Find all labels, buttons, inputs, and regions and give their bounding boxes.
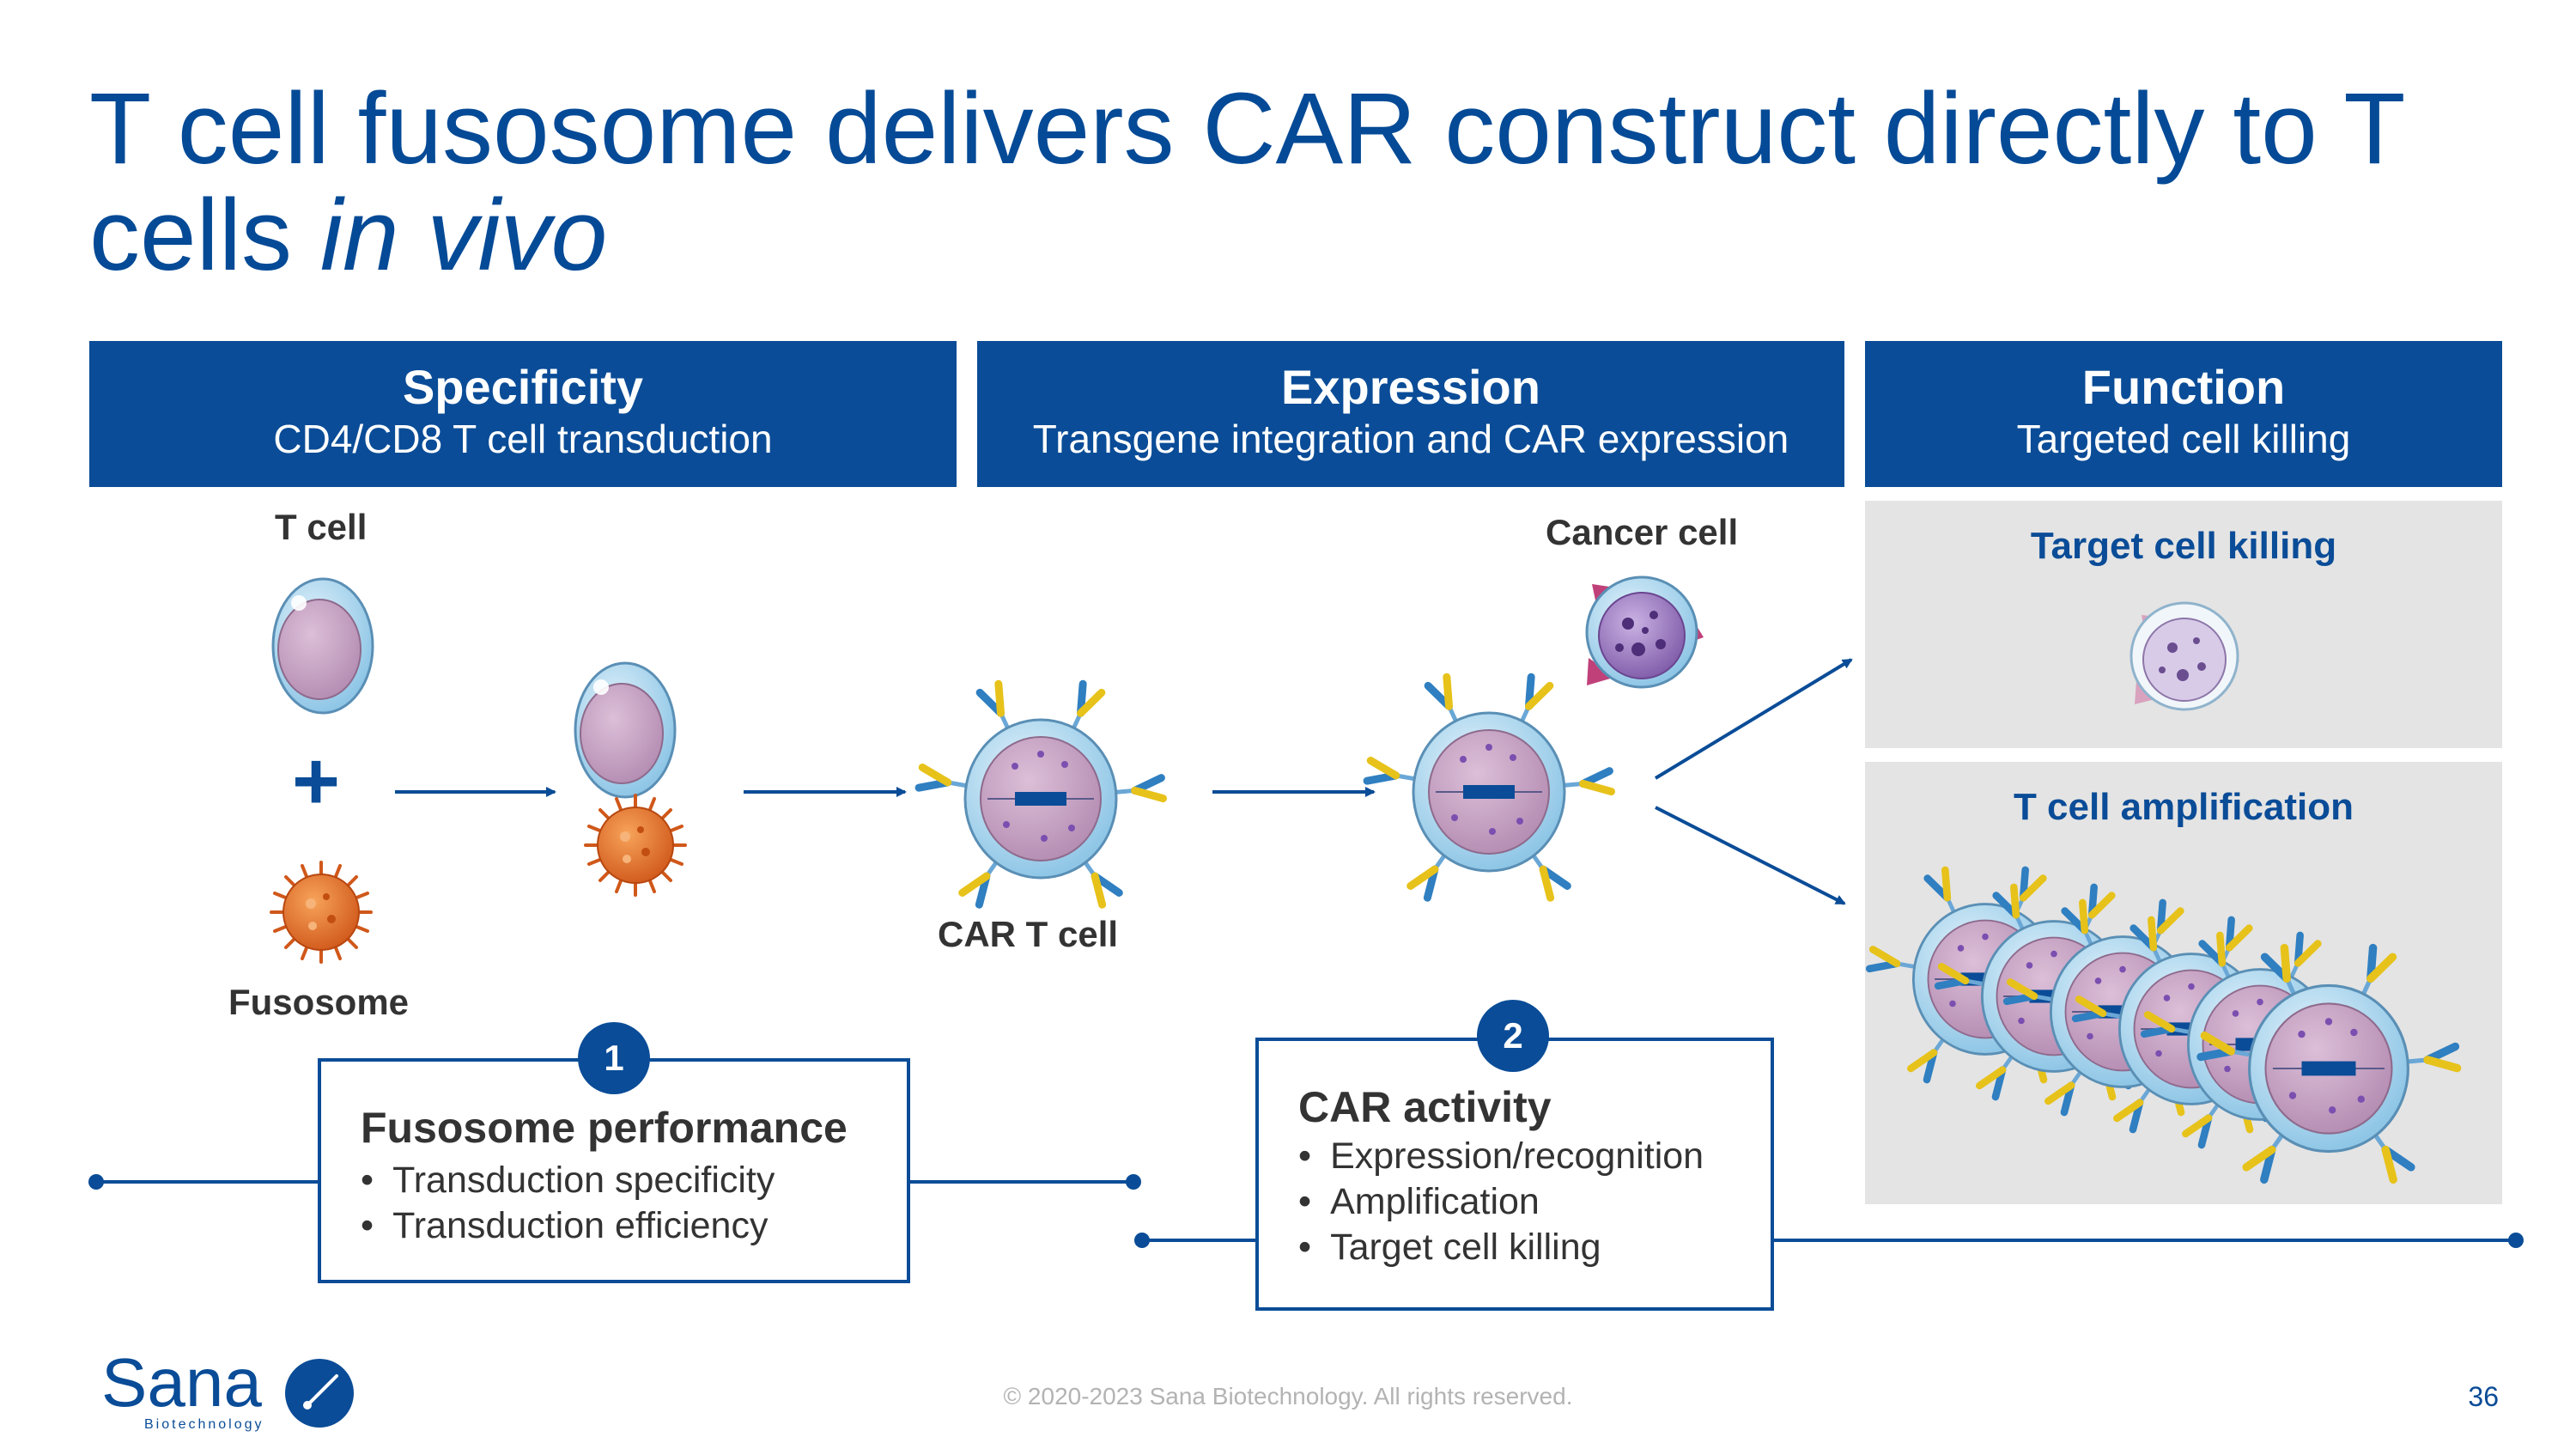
t-cell-bound-illustration: [574, 661, 677, 799]
fusosome-performance-box: Fusosome performance Transduction specif…: [318, 1058, 910, 1283]
box-list: Expression/recognition Amplification Tar…: [1298, 1134, 1704, 1270]
page-number: 36: [2468, 1381, 2499, 1412]
killed-cancer-cell-illustration: [2129, 601, 2239, 711]
box-title: CAR activity: [1298, 1083, 1552, 1131]
car-activity-box: CAR activity Expression/recognition Ampl…: [1255, 1038, 1774, 1311]
sana-logo-wordmark: Sana: [101, 1344, 262, 1421]
list-item: Expression/recognition: [1298, 1134, 1704, 1179]
plus-sign: +: [292, 735, 341, 827]
header-specificity: Specificity CD4/CD8 T cell transduction: [89, 341, 957, 487]
header-subtitle: Transgene integration and CAR expression: [1032, 417, 1789, 461]
copyright-footer: © 2020-2023 Sana Biotechnology. All righ…: [1003, 1383, 1573, 1409]
label-car-t-cell: CAR T cell: [938, 914, 1119, 954]
sana-logo-mark: [285, 1359, 354, 1428]
car-t-cell-illustration: [919, 684, 1163, 904]
sana-logo-subtext: Biotechnology: [144, 1417, 264, 1432]
step-badge-2: 2: [1477, 1000, 1549, 1072]
box-title: Fusosome performance: [361, 1104, 848, 1152]
label-cancer-cell: Cancer cell: [1546, 512, 1739, 552]
title-italic: in vivo: [319, 179, 608, 292]
list-item: Target cell killing: [1298, 1225, 1704, 1270]
step-badge-1: 1: [578, 1022, 650, 1094]
list-item: Transduction efficiency: [361, 1203, 775, 1249]
arrow-down-right: [1655, 806, 1846, 905]
title-line-2: cells in vivo: [89, 179, 608, 292]
label-fusosome: Fusosome: [228, 982, 410, 1022]
header-subtitle: CD4/CD8 T cell transduction: [273, 417, 773, 461]
slide-title: T cell fusosome delivers CAR construct d…: [89, 76, 2494, 289]
arrow-up-right: [1654, 658, 1853, 780]
label-t-cell: T cell: [275, 507, 368, 547]
list-item: Transduction specificity: [361, 1158, 775, 1203]
car-t-cell-cluster: [1869, 870, 2457, 1179]
panel-title-killing: Target cell killing: [2030, 525, 2337, 567]
t-cell-illustration: [271, 577, 374, 715]
fusosome-illustration: [270, 861, 373, 964]
header-title: Specificity: [402, 360, 644, 414]
header-title: Expression: [1281, 360, 1540, 414]
box-list: Transduction specificity Transduction ef…: [361, 1158, 775, 1249]
header-title: Function: [2081, 360, 2286, 414]
header-expression: Expression Transgene integration and CAR…: [977, 341, 1844, 487]
cancer-cell-illustration: [1585, 575, 1704, 689]
title-line-1: T cell fusosome delivers CAR construct d…: [89, 72, 2406, 186]
header-subtitle: Targeted cell killing: [2016, 417, 2351, 461]
list-item: Amplification: [1298, 1179, 1704, 1225]
header-function: Function Targeted cell killing: [1865, 341, 2502, 487]
panel-title-amplification: T cell amplification: [2013, 786, 2354, 828]
car-t-cell-engaging-illustration: [1367, 677, 1611, 898]
fusosome-bound-illustration: [584, 794, 687, 897]
